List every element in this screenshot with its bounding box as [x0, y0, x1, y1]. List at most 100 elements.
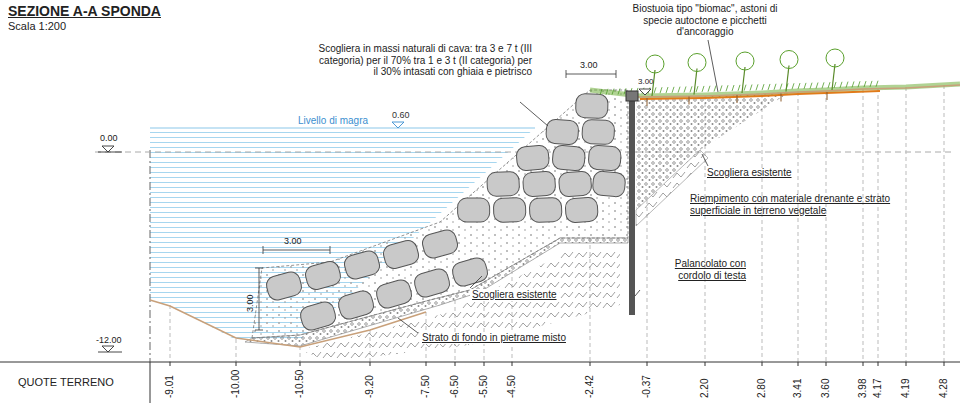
terrain-table — [0, 362, 960, 403]
boulder — [450, 256, 489, 288]
terrain-elevation: 3.41 — [792, 379, 804, 398]
boulder — [582, 119, 615, 145]
grass-blade — [804, 83, 806, 89]
grass-blade — [678, 87, 680, 93]
grass-blade — [696, 86, 698, 92]
table-header: QUOTE TERRENO — [18, 376, 114, 389]
dimension-text: 3.00 — [244, 294, 256, 312]
grass-blade — [606, 89, 608, 95]
grass-blade — [708, 86, 710, 92]
grass-blade — [858, 81, 860, 87]
station-line — [236, 339, 237, 362]
grass-blade — [774, 84, 776, 90]
station-line — [944, 85, 945, 362]
grass-blade — [750, 85, 752, 91]
table-tick — [944, 362, 945, 366]
boulder — [420, 228, 459, 260]
cutting-crown — [736, 52, 754, 70]
cutting-stem — [832, 64, 835, 90]
grass-blade — [852, 81, 854, 87]
material-note: Biostuoia tipo "biomac", astoni di speci… — [630, 3, 780, 38]
cutting-crown — [780, 51, 798, 69]
table-tick — [590, 362, 591, 366]
table-tick — [170, 362, 171, 366]
terrain-elevation: 2.80 — [756, 379, 768, 398]
grass-blade — [822, 82, 824, 88]
grass-blade — [798, 83, 800, 89]
material-note: Scogliera in massi naturali di cava: tra… — [318, 43, 532, 78]
biomat — [640, 91, 880, 99]
boulder — [487, 171, 520, 196]
grass-blade — [702, 86, 704, 92]
part-label: Scogliera esistente — [707, 167, 792, 179]
grass-blade — [714, 86, 716, 92]
level-markers — [98, 89, 651, 352]
boulder — [558, 171, 592, 198]
existing-riprap-left — [300, 250, 620, 362]
station-line — [170, 305, 171, 362]
stake — [827, 92, 828, 100]
terrain-elevation: -2.42 — [584, 375, 596, 398]
table-tick — [300, 362, 301, 366]
grass-blade — [732, 85, 734, 91]
table-tick — [798, 362, 799, 366]
ground-top — [636, 85, 960, 97]
grass-blade — [738, 85, 740, 91]
drawing-title: SEZIONE A-A SPONDA — [8, 3, 161, 19]
terrain-elevation: 4.17 — [872, 379, 884, 398]
grass-blade — [744, 85, 746, 91]
scale-note: Scala 1:200 — [8, 20, 66, 33]
terrain-elevation: -9.20 — [364, 375, 376, 398]
stake — [647, 98, 648, 106]
elevation-text: 0.60 — [392, 110, 410, 120]
station-line — [826, 91, 827, 362]
station-line — [863, 89, 864, 362]
terrain-elevation: 4.28 — [938, 379, 950, 398]
terrain-elevation: 4.19 — [900, 379, 912, 398]
grass-blade — [816, 83, 818, 89]
boulder — [264, 270, 303, 302]
grass-blade — [846, 82, 848, 88]
grass-blade — [618, 88, 620, 94]
terrain-elevation: -4.50 — [506, 375, 518, 398]
part-label: Riempimento con materiale drenante e str… — [690, 193, 910, 216]
table-tick — [512, 362, 513, 366]
terrain-elevation: -6.50 — [449, 375, 461, 398]
sheet-pile — [629, 100, 635, 315]
part-label: Scogliera esistente — [470, 289, 559, 301]
riprap-boulders — [264, 94, 626, 333]
terrain-elevation: 2.20 — [699, 379, 711, 398]
grass-blade — [870, 81, 872, 87]
grass-blade — [876, 81, 878, 87]
boulder — [493, 198, 526, 223]
boulder — [529, 197, 562, 222]
boulder — [374, 278, 413, 310]
grass-blade — [660, 87, 662, 93]
table-tick — [826, 362, 827, 366]
dimension-lines — [255, 70, 616, 330]
part-label: Strato di fondo in pietrame misto — [420, 332, 568, 344]
dimension-text: 3.00 — [284, 236, 302, 246]
boulder — [303, 260, 342, 292]
boulder — [412, 267, 451, 299]
willow-cuttings — [600, 49, 878, 106]
grass-blade — [756, 84, 758, 90]
cutting-crown — [646, 55, 664, 73]
table-tick — [426, 362, 427, 366]
water-level-label: Livello di magra — [298, 115, 368, 127]
station-line — [300, 346, 301, 362]
grass-blade — [684, 86, 686, 92]
elevation-text: 3.00 — [638, 77, 654, 86]
riprap-envelope — [252, 90, 628, 338]
stake — [689, 97, 690, 105]
stake — [781, 94, 782, 102]
terrain-elevation: -7.50 — [420, 375, 432, 398]
grass-blade — [786, 83, 788, 89]
boulder — [592, 171, 626, 198]
head-beam — [626, 91, 638, 101]
table-tick — [370, 362, 371, 366]
table-tick — [647, 362, 648, 366]
boulder — [336, 289, 375, 321]
terrain-elevation: -0.37 — [641, 375, 653, 398]
